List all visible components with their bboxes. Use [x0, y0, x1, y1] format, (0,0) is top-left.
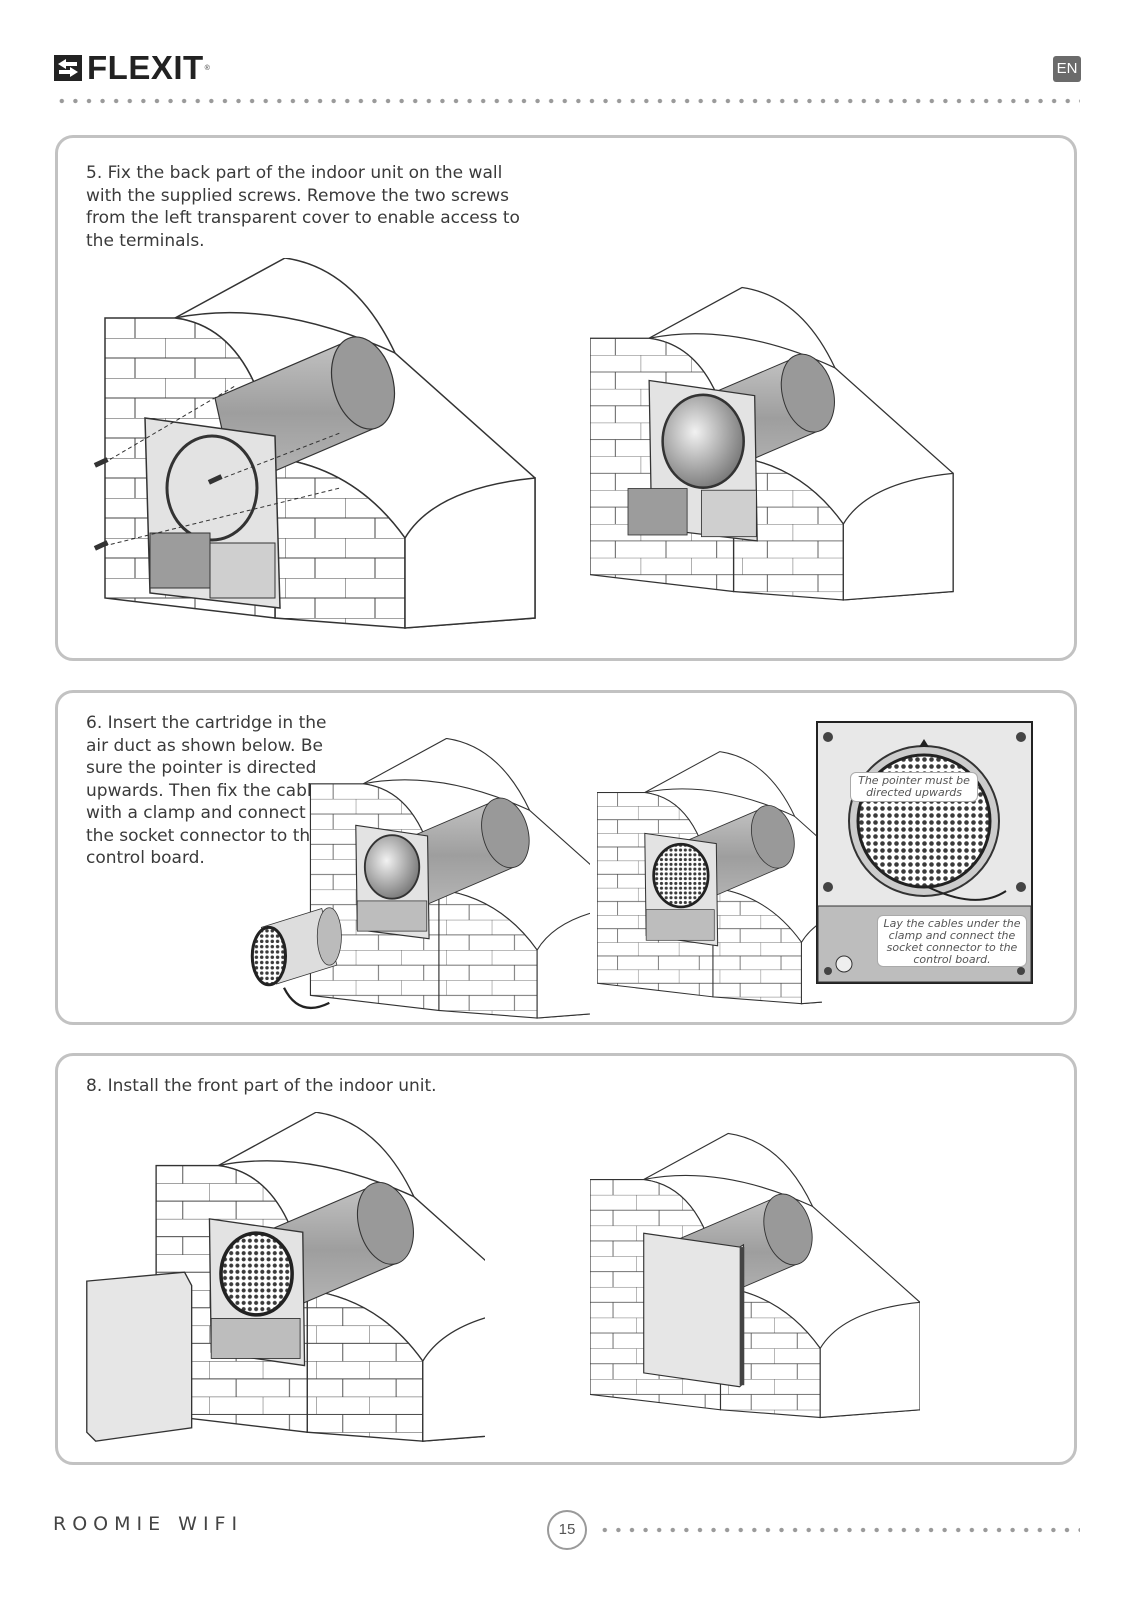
language-badge: EN [1053, 56, 1081, 82]
product-name: ROOMIE WIFI [53, 1513, 244, 1535]
step-8-illustration-installed [590, 1132, 920, 1419]
callout-cables: Lay the cables under the clamp and conne… [877, 915, 1027, 967]
step-6-instruction: 6. Insert the cartridge in the air duct … [86, 712, 331, 870]
installed-cover [643, 1232, 745, 1388]
page-number: 15 [547, 1510, 587, 1550]
front-cover [86, 1271, 193, 1442]
step-8-instruction: 8. Install the front part of the indoor … [86, 1075, 586, 1098]
cartridge [250, 907, 342, 1010]
callout-pointer: The pointer must be directed upwards [850, 772, 978, 802]
footer-divider [598, 1527, 1080, 1533]
brand-logo: FLEXIT ® [53, 49, 210, 86]
step-5-instruction: 5. Fix the back part of the indoor unit … [86, 162, 526, 252]
flexit-arrows-icon [54, 55, 82, 81]
step-number: 6. [86, 713, 103, 733]
registered-mark: ® [204, 64, 210, 72]
step-text: Fix the back part of the indoor unit on … [86, 163, 520, 251]
step-8-illustration-front-cover [86, 1112, 485, 1442]
mounted-back-plate [627, 379, 758, 542]
step-6-illustration-cartridge [250, 738, 590, 1019]
back-plate [144, 417, 281, 609]
step-number: 8. [86, 1076, 103, 1096]
step-number: 5. [86, 163, 103, 183]
step-5-illustration-unmounted [93, 258, 536, 629]
step-text: Insert the cartridge in the air duct as … [86, 713, 327, 868]
step-text: Install the front part of the indoor uni… [107, 1076, 437, 1096]
screw-icons [93, 457, 223, 551]
brand-name: FLEXIT [87, 49, 204, 86]
step-5-illustration-mounted [590, 286, 954, 601]
step-6-illustration-inserted [597, 751, 822, 1005]
header-divider [55, 98, 1080, 104]
